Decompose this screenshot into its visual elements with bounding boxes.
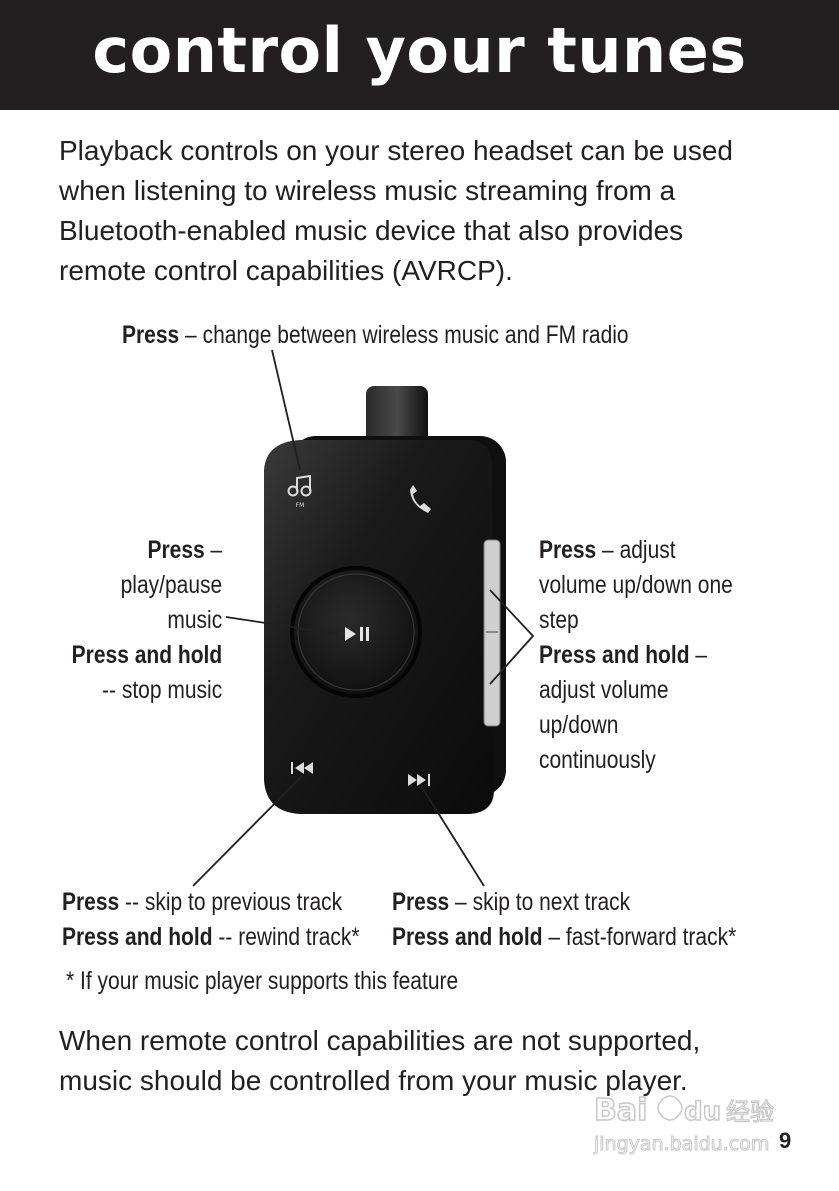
- callout-fm: Press – change between wireless music an…: [122, 318, 629, 353]
- callout-text: -- rewind track*: [212, 923, 360, 951]
- callout-volume: Press – adjust volume up/down one step P…: [539, 533, 733, 778]
- callout-previous: Press -- skip to previous track Press an…: [62, 885, 360, 955]
- watermark-brand2: du: [684, 1097, 721, 1127]
- callout-leaders: [192, 349, 535, 887]
- intro-paragraph: Playback controls on your stereo headset…: [59, 131, 799, 291]
- callout-text: music: [167, 606, 222, 634]
- callout-bold: Press and hold: [71, 641, 222, 669]
- intro-line: Bluetooth-enabled music device that also…: [59, 215, 684, 246]
- callout-bold: Press: [539, 536, 597, 564]
- phone-icon[interactable]: [410, 485, 431, 513]
- intro-line: Playback controls on your stereo headset…: [59, 135, 733, 166]
- header-bar: control your tunes: [0, 0, 839, 110]
- next-track-icon[interactable]: [408, 774, 430, 786]
- callout-bold: Press and hold: [392, 923, 543, 951]
- callout-text: up/down: [539, 711, 619, 739]
- callout-text: step: [539, 606, 579, 634]
- intro-line: when listening to wireless music streami…: [59, 175, 676, 206]
- watermark-url: jingyan.baidu.com: [593, 1133, 769, 1155]
- baidu-watermark: Bai du 经验 jingyan.baidu.com: [593, 1092, 775, 1155]
- callout-text: –: [204, 536, 222, 564]
- previous-track-icon[interactable]: [291, 762, 313, 774]
- play-pause-icon: [345, 627, 369, 641]
- outro-line: When remote control capabilities are not…: [59, 1025, 701, 1056]
- callout-text: play/pause: [120, 571, 222, 599]
- fm-label: FM: [296, 502, 305, 509]
- watermark-brand: Bai: [594, 1093, 647, 1128]
- callout-text: – adjust: [596, 536, 676, 564]
- callout-text: adjust volume: [539, 676, 669, 704]
- outro-paragraph: When remote control capabilities are not…: [59, 1021, 819, 1101]
- callout-text: – fast-forward track*: [542, 923, 737, 951]
- callout-bold: Press: [62, 888, 120, 916]
- callout-text: continuously: [539, 746, 656, 774]
- outro-line: music should be controlled from your mus…: [59, 1065, 688, 1096]
- callout-next: Press – skip to next track Press and hol…: [392, 885, 736, 955]
- music-fm-icon[interactable]: FM: [287, 474, 312, 509]
- callout-text: –: [689, 641, 708, 669]
- callout-bold: Press: [122, 321, 180, 349]
- footnote: * If your music player supports this fea…: [66, 967, 459, 995]
- paw-icon: [657, 1095, 683, 1121]
- play-pause-button[interactable]: [290, 566, 422, 698]
- callout-play-pause: Press – play/pause music Press and hold …: [71, 533, 222, 708]
- callout-bold: Press and hold: [539, 641, 690, 669]
- callout-text: – change between wireless music and FM r…: [179, 321, 629, 349]
- callout-text: – skip to next track: [449, 888, 631, 916]
- callout-bold: Press and hold: [62, 923, 213, 951]
- watermark-cn: 经验: [726, 1098, 774, 1126]
- callout-bold: Press: [392, 888, 450, 916]
- intro-line: remote control capabilities (AVRCP).: [59, 255, 513, 286]
- callout-text: volume up/down one: [539, 571, 733, 599]
- callout-text: -- stop music: [101, 676, 222, 704]
- callout-bold: Press: [147, 536, 205, 564]
- page-number: 9: [779, 1128, 792, 1153]
- callout-text: -- skip to previous track: [119, 888, 343, 916]
- page-title: control your tunes: [92, 14, 747, 87]
